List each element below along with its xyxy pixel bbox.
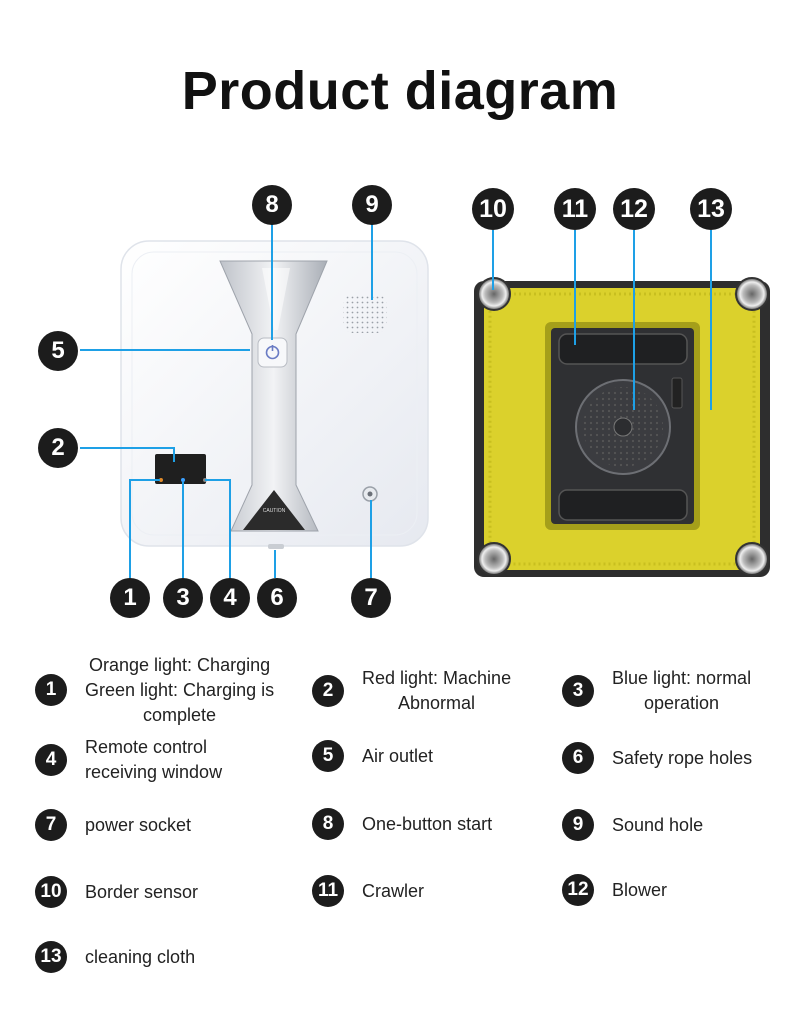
legend-number: 4	[35, 743, 67, 776]
crawler-top	[558, 333, 688, 365]
legend-item-2: 2 Red light: Machine Abnormal	[312, 663, 511, 718]
border-sensor-bl	[477, 542, 511, 576]
safety-rope-hole	[268, 544, 284, 549]
border-sensor-br	[735, 542, 769, 576]
legend-item-4: 4 Remote control receiving window	[35, 732, 222, 787]
led-blue	[181, 478, 185, 482]
leader-lines	[80, 224, 712, 578]
legend-item-12: 12 Blower	[562, 874, 667, 906]
sound-hole-grid	[343, 295, 387, 333]
diagram-svg: CAUTION	[80, 224, 770, 578]
legend-item-8: 8 One-button start	[312, 808, 492, 840]
legend-item-13: 13 cleaning cloth	[35, 941, 195, 973]
leader-1	[129, 479, 160, 578]
legend-text: cleaning cloth	[85, 946, 196, 967]
callout-11: 11	[554, 188, 596, 230]
callout-3: 3	[163, 578, 203, 618]
legend-item-1: 1 Orange light: Charging Green light: Ch…	[35, 650, 274, 730]
blower-hub	[613, 417, 633, 437]
legend-item-9: 9 Sound hole	[562, 809, 703, 841]
power-socket-pin	[367, 491, 373, 497]
legend-text: Orange light: Charging Green light: Char…	[85, 654, 275, 725]
legend-text: Blower	[612, 879, 668, 900]
legend-number: 5	[312, 740, 344, 772]
legend-number: 9	[562, 809, 594, 841]
legend-number: 13	[35, 941, 67, 973]
silver-handle	[219, 260, 328, 532]
callout-5: 5	[38, 331, 78, 371]
callout-4: 4	[210, 578, 250, 618]
caution-label	[243, 490, 305, 530]
legend-number: 10	[35, 876, 67, 908]
callout-9: 9	[352, 185, 392, 225]
callout-7: 7	[351, 578, 391, 618]
legend: 1 Orange light: Charging Green light: Ch…	[0, 640, 800, 1012]
handle-highlight	[262, 268, 290, 330]
crawler-bottom	[558, 489, 688, 521]
callout-2: 2	[38, 428, 78, 468]
legend-item-5: 5 Air outlet	[312, 740, 433, 772]
legend-text: Air outlet	[362, 745, 434, 766]
leader-4	[205, 479, 231, 578]
callout-1: 1	[110, 578, 150, 618]
border-sensor-tr	[735, 277, 769, 311]
legend-item-3: 3 Blue light: normal operation	[562, 663, 751, 718]
legend-text: Red light: Machine Abnormal	[362, 667, 512, 713]
device-front-bevel	[131, 251, 418, 536]
legend-text: Blue light: normal operation	[612, 667, 752, 713]
legend-item-11: 11 Crawler	[312, 875, 424, 907]
leader-2	[80, 447, 175, 462]
callout-8: 8	[252, 185, 292, 225]
legend-number: 1	[35, 674, 67, 706]
device-back	[474, 277, 770, 577]
legend-number: 2	[312, 674, 344, 707]
legend-number: 3	[562, 674, 594, 707]
legend-text: Remote control receiving window	[85, 736, 223, 782]
legend-text: Crawler	[362, 880, 425, 901]
legend-text: Safety rope holes	[612, 747, 753, 768]
back-vent	[671, 377, 683, 409]
callout-12: 12	[613, 188, 655, 230]
page-title: Product diagram	[181, 61, 619, 121]
legend-number: 6	[562, 742, 594, 774]
caution-text: CAUTION	[263, 508, 286, 514]
callout-10: 10	[472, 188, 514, 230]
start-button[interactable]	[257, 337, 288, 368]
legend-text: power socket	[85, 814, 192, 835]
legend-text: Sound hole	[612, 814, 704, 835]
legend-number: 8	[312, 808, 344, 840]
legend-text: Border sensor	[85, 881, 199, 902]
product-diagram: CAUTION	[38, 185, 770, 618]
legend-item-7: 7 power socket	[35, 809, 191, 841]
legend-text: One-button start	[362, 813, 493, 834]
device-front: CAUTION	[120, 240, 429, 549]
callout-6: 6	[257, 578, 297, 618]
remote-window	[155, 454, 206, 484]
legend-number: 11	[312, 875, 344, 907]
legend-item-6: 6 Safety rope holes	[562, 742, 752, 774]
legend-item-10: 10 Border sensor	[35, 876, 198, 908]
legend-number: 12	[562, 874, 594, 906]
legend-number: 7	[35, 809, 67, 841]
callout-13: 13	[690, 188, 732, 230]
